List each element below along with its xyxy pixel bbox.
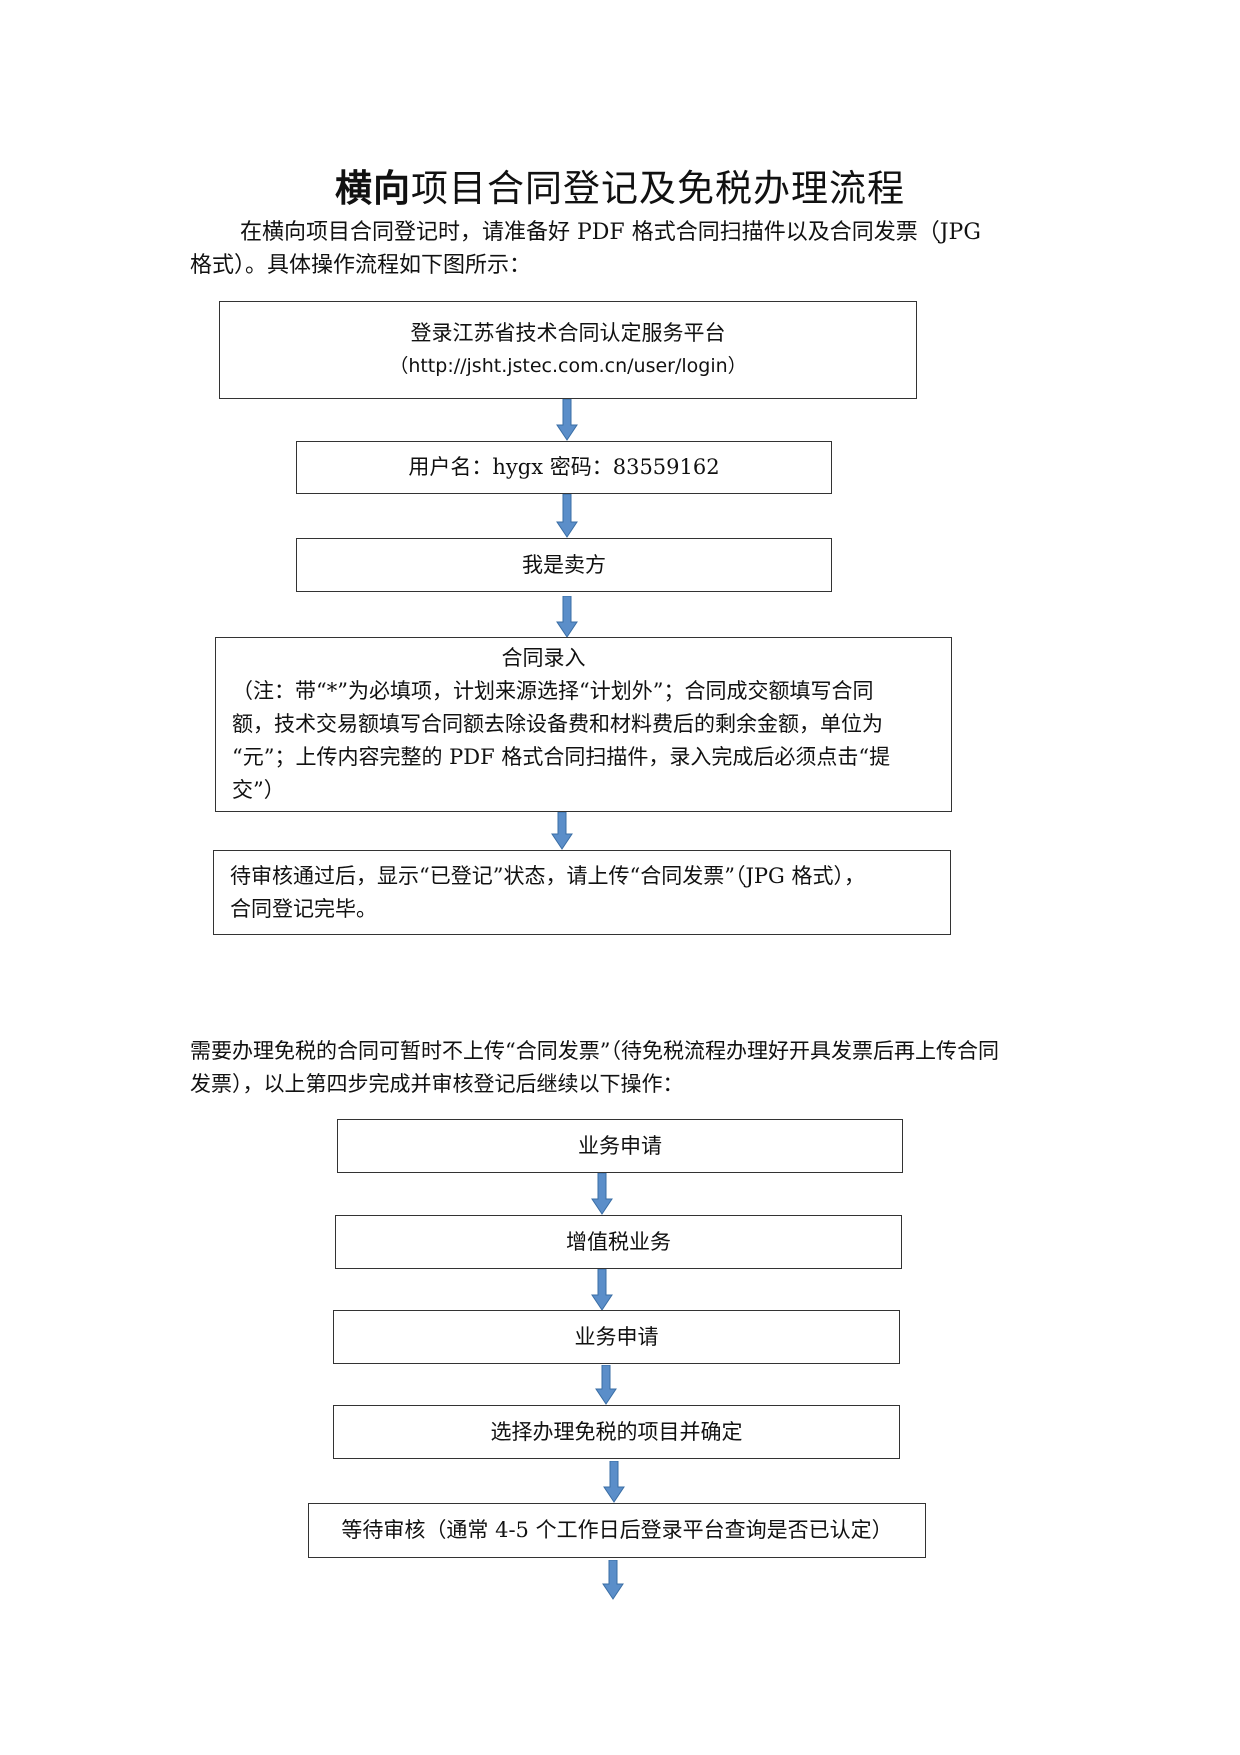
note-line-1: 需要办理免税的合同可暂时不上传“合同发票”（待免税流程办理好开具发票后再上传合同: [190, 1039, 999, 1063]
upload-invoice-line-2: 合同登记完毕。: [230, 896, 377, 921]
contract-entry-heading: 合同录入: [501, 646, 586, 670]
tax-exemption-note: 需要办理免税的合同可暂时不上传“合同发票”（待免税流程办理好开具发票后再上传合同…: [190, 1035, 1062, 1101]
await-review-text: 等待审核（通常 4-5 个工作日后登录平台查询是否已认定）: [341, 1518, 893, 1542]
flow1-step-seller: 我是卖方: [296, 538, 832, 592]
flow1-step-login: 登录江苏省技术合同认定服务平台 （http://jsht.jstec.com.c…: [219, 301, 917, 399]
contract-entry-line-1: （注：带“*”为必填项，计划来源选择“计划外”；合同成交额填写合同: [232, 679, 874, 703]
title-rest: 项目合同登记及免税办理流程: [411, 167, 905, 210]
credentials-text: 用户名：hygx 密码：83559162: [408, 455, 720, 479]
flow2-step-business-apply: 业务申请: [337, 1119, 903, 1173]
note-line-2: 发票），以上第四步完成并审核登记后继续以下操作：: [190, 1072, 684, 1096]
flow2-step-business-apply-2: 业务申请: [333, 1310, 900, 1364]
seller-text: 我是卖方: [522, 552, 606, 577]
flow1-step-contract-entry: 合同录入 （注：带“*”为必填项，计划来源选择“计划外”；合同成交额填写合同 额…: [215, 637, 952, 812]
intro-line-2: 格式）。具体操作流程如下图所示：: [190, 253, 532, 278]
down-arrow-icon: [591, 1269, 613, 1311]
intro-line-1: 在横向项目合同登记时，请准备好 PDF 格式合同扫描件以及合同发票（JPG: [240, 220, 981, 245]
contract-entry-line-4: 交”）: [232, 778, 285, 802]
down-arrow-icon: [595, 1365, 617, 1405]
business-apply-2-text: 业务申请: [574, 1324, 659, 1349]
select-project-text: 选择办理免税的项目并确定: [490, 1419, 743, 1444]
down-arrow-icon: [591, 1173, 613, 1215]
flow1-step-credentials: 用户名：hygx 密码：83559162: [296, 441, 832, 494]
flow2-step-select-project: 选择办理免税的项目并确定: [333, 1405, 900, 1459]
flow2-step-vat: 增值税业务: [335, 1215, 902, 1269]
flow1-step-upload-invoice: 待审核通过后，显示“已登记”状态，请上传“合同发票”（JPG 格式）， 合同登记…: [213, 850, 951, 935]
login-label: 登录江苏省技术合同认定服务平台: [410, 321, 726, 345]
upload-invoice-line-1: 待审核通过后，显示“已登记”状态，请上传“合同发票”（JPG 格式），: [230, 863, 865, 888]
intro-paragraph: 在横向项目合同登记时，请准备好 PDF 格式合同扫描件以及合同发票（JPG 格式…: [190, 216, 1062, 282]
login-url: （http://jsht.jstec.com.cn/user/login）: [389, 355, 747, 377]
title-bold: 横向: [335, 167, 411, 210]
down-arrow-icon: [556, 399, 578, 441]
down-arrow-icon: [603, 1461, 625, 1503]
contract-entry-line-3: “元”；上传内容完整的 PDF 格式合同扫描件，录入完成后必须点击“提: [232, 745, 891, 769]
vat-text: 增值税业务: [566, 1229, 671, 1254]
flow2-step-await-review: 等待审核（通常 4-5 个工作日后登录平台查询是否已认定）: [308, 1503, 926, 1558]
page-title: 横向项目合同登记及免税办理流程: [0, 158, 1240, 212]
contract-entry-line-2: 额，技术交易额填写合同额去除设备费和材料费后的剩余金额，单位为: [232, 712, 883, 736]
down-arrow-icon: [556, 494, 578, 538]
down-arrow-icon: [551, 812, 573, 850]
down-arrow-icon: [556, 596, 578, 638]
business-apply-text: 业务申请: [578, 1133, 662, 1158]
down-arrow-icon: [602, 1560, 624, 1600]
